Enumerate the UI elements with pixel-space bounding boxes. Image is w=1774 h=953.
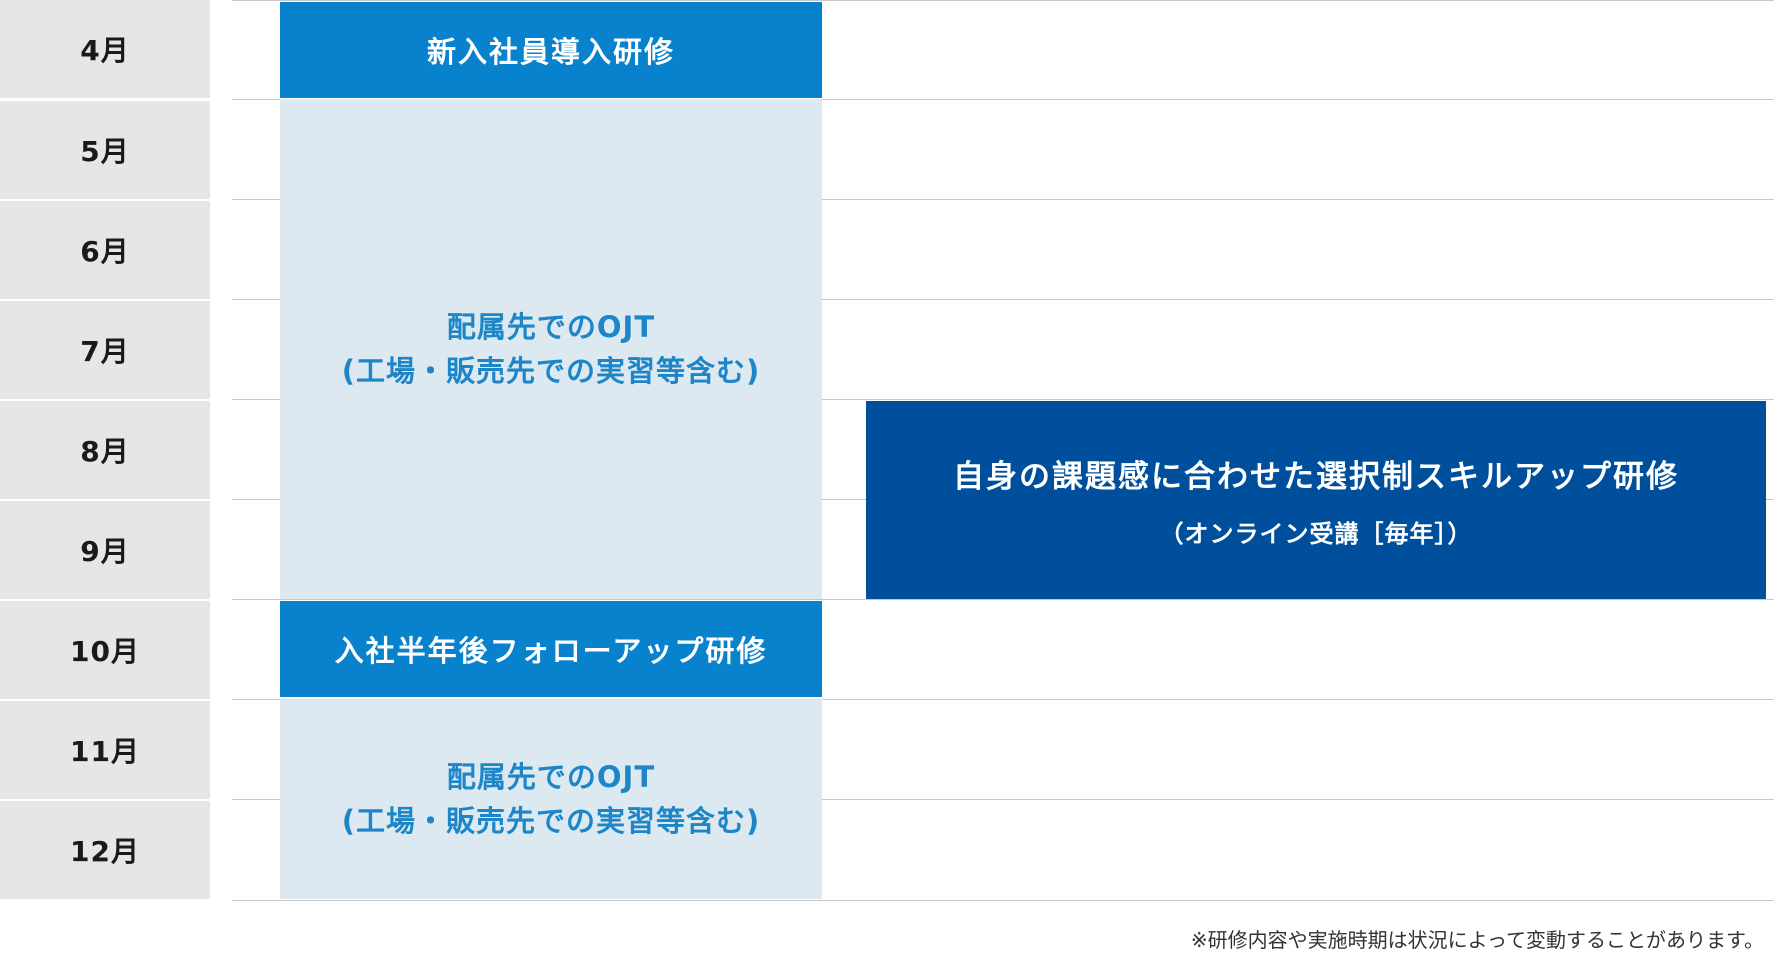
month-label: 6月 (0, 201, 210, 299)
month-label: 11月 (0, 701, 210, 799)
row-divider (232, 599, 1774, 600)
ojt-label-line2: (工場・販売先での実習等含む) (341, 804, 761, 838)
month-label: 8月 (0, 401, 210, 499)
row-divider (232, 0, 1774, 1)
ojt-label-line2: (工場・販売先での実習等含む) (341, 354, 761, 388)
row-divider (232, 699, 1774, 700)
month-label: 9月 (0, 501, 210, 599)
month-label: 12月 (0, 801, 210, 899)
ojt-label-line1: 配属先でのOJT (446, 760, 656, 794)
row-divider (232, 799, 1774, 800)
followup-training-block: 入社半年後フォローアップ研修 (280, 601, 822, 697)
month-label: 7月 (0, 301, 210, 399)
new-hire-training-label: 新入社員導入研修 (426, 35, 675, 69)
skillup-training-block: 自身の課題感に合わせた選択制スキルアップ研修 （オンライン受講［毎年］） (866, 401, 1766, 599)
month-label: 10月 (0, 601, 210, 699)
row-divider (232, 399, 1774, 400)
ojt-block-2: 配属先でのOJT (工場・販売先での実習等含む) (280, 699, 822, 899)
ojt-block-1: 配属先でのOJT (工場・販売先での実習等含む) (280, 99, 822, 599)
new-hire-training-block: 新入社員導入研修 (280, 2, 822, 98)
row-divider (232, 900, 1774, 901)
row-divider (232, 199, 1774, 200)
row-divider (232, 299, 1774, 300)
month-label: 5月 (0, 101, 210, 199)
skillup-training-title: 自身の課題感に合わせた選択制スキルアップ研修 (953, 459, 1679, 495)
followup-training-label: 入社半年後フォローアップ研修 (334, 634, 768, 668)
skillup-training-subtitle: （オンライン受講［毎年］） (1159, 520, 1473, 548)
ojt-label-line1: 配属先でのOJT (446, 310, 656, 344)
month-label: 4月 (0, 0, 210, 98)
month-column: 4月 5月 6月 7月 8月 9月 10月 11月 12月 (0, 0, 210, 900)
row-divider (232, 99, 1774, 100)
footnote: ※研修内容や実施時期は状況によって変動することがあります。 (1190, 928, 1764, 952)
